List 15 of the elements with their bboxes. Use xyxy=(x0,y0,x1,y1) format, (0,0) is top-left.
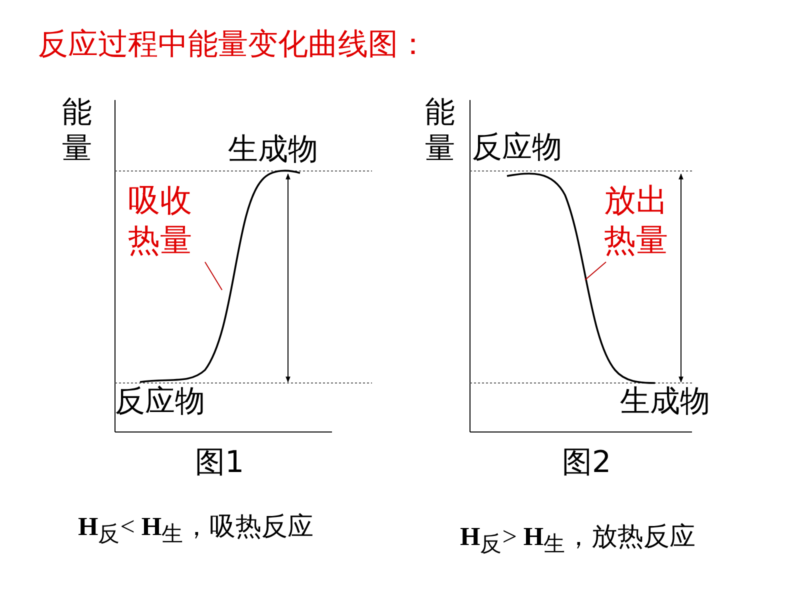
level-label: 生成物 xyxy=(228,133,318,168)
level-label: 反应物 xyxy=(472,131,562,166)
level-label: 反应物 xyxy=(115,385,205,420)
figure-label: 图2 xyxy=(562,446,612,480)
annotation-text: 放出热量 xyxy=(604,180,694,260)
leader-line xyxy=(584,262,606,280)
formula-text: H$_{反}$< H$_{生}$，吸热反应 xyxy=(78,512,314,548)
leader-line xyxy=(204,262,222,290)
formula-text: H$_{反}$> H$_{生}$，放热反应 xyxy=(460,522,696,558)
figure-label: 图1 xyxy=(195,446,244,480)
axis-label: 能量 xyxy=(62,95,93,167)
annotation-text: 吸收热量 xyxy=(128,180,218,260)
level-label: 生成物 xyxy=(620,385,710,420)
axis-label: 能量 xyxy=(425,95,456,167)
title: 反应过程中能量变化曲线图： xyxy=(38,28,428,62)
